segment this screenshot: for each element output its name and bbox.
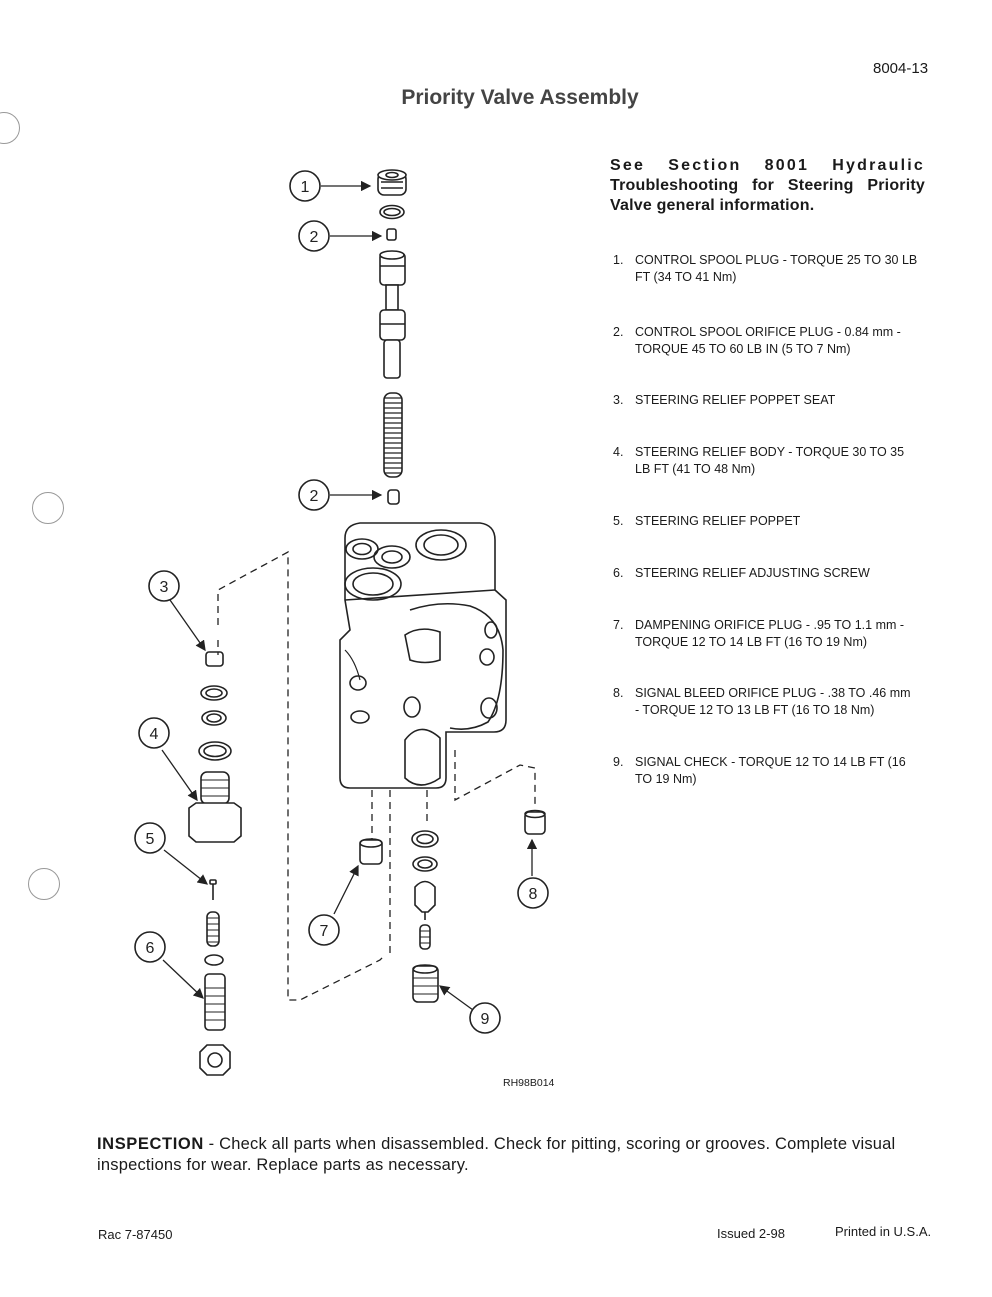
item-number: 7. (613, 618, 624, 632)
callout-3: 3 (160, 579, 169, 596)
o-ring (200, 685, 228, 701)
control-spool-plug (377, 169, 407, 196)
page-title: Priority Valve Assembly (401, 86, 639, 109)
parts-list-item: 6. STEERING RELIEF ADJUSTING SCREW (613, 565, 918, 582)
inspection-heading: INSPECTION (97, 1135, 204, 1153)
callout-1: 1 (301, 179, 310, 196)
orifice-plug (386, 228, 397, 241)
item-number: 8. (613, 686, 624, 700)
signal-check (412, 880, 439, 1003)
item-number: 9. (613, 755, 624, 769)
control-spool-spring (383, 392, 403, 478)
inspection-paragraph: INSPECTION - Check all parts when disass… (97, 1134, 942, 1176)
control-spool (379, 250, 406, 379)
binder-hole (28, 868, 60, 900)
callout-9: 9 (481, 1011, 490, 1028)
item-text: SIGNAL BLEED ORIFICE PLUG - .38 TO .46 m… (635, 686, 911, 717)
figure-code: RH98B014 (503, 1077, 555, 1089)
intro-rest: Troubleshooting for Steering Priority Va… (610, 177, 925, 214)
parts-list-item: 8. SIGNAL BLEED ORIFICE PLUG - .38 TO .46… (613, 685, 918, 719)
o-ring (204, 954, 224, 966)
item-text: STEERING RELIEF POPPET (635, 514, 801, 528)
footer-issued: Issued 2-98 (717, 1226, 785, 1241)
orifice-plug (387, 489, 400, 505)
item-text: CONTROL SPOOL PLUG - TORQUE 25 TO 30 LB … (635, 253, 918, 284)
parts-list-item: 9. SIGNAL CHECK - TORQUE 12 TO 14 LB FT (… (613, 754, 918, 788)
valve-body (339, 522, 507, 789)
relief-spring (206, 911, 220, 947)
item-text: DAMPENING ORIFICE PLUG - .95 TO 1.1 mm -… (635, 618, 905, 649)
parts-list-item: 7. DAMPENING ORIFICE PLUG - .95 TO 1.1 mm… (613, 617, 918, 651)
callout-7: 7 (320, 923, 329, 940)
item-text: STEERING RELIEF POPPET SEAT (635, 393, 836, 407)
item-text: STEERING RELIEF BODY - TORQUE 30 TO 35 L… (635, 445, 905, 476)
o-ring (198, 741, 232, 761)
item-number: 1. (613, 253, 624, 267)
item-number: 2. (613, 325, 624, 339)
page-number: 8004-13 (873, 60, 929, 77)
o-ring (379, 204, 405, 220)
relief-adjusting-screw (204, 973, 226, 1031)
dampening-orifice-plug (359, 839, 383, 865)
parts-list-item: 5. STEERING RELIEF POPPET (613, 513, 918, 530)
steering-relief-body (188, 771, 242, 843)
parts-list-item: 4. STEERING RELIEF BODY - TORQUE 30 TO 35… (613, 444, 918, 478)
item-number: 4. (613, 445, 624, 459)
parts-list-item: 1. CONTROL SPOOL PLUG - TORQUE 25 TO 30 L… (613, 252, 918, 286)
callout-2: 2 (310, 229, 319, 246)
footer-printed: Printed in U.S.A. (835, 1224, 932, 1239)
intro-paragraph: See Section 8001 Hydraulic Troubleshooti… (610, 156, 925, 216)
o-ring (411, 830, 439, 848)
item-number: 6. (613, 566, 624, 580)
item-number: 5. (613, 514, 624, 528)
parts-list-item: 2. CONTROL SPOOL ORIFICE PLUG - 0.84 mm -… (613, 324, 918, 358)
callout-5: 5 (146, 831, 155, 848)
footer-document-number: Rac 7-87450 (98, 1227, 173, 1242)
relief-poppet-seat (205, 651, 224, 667)
parts-list-item: 3. STEERING RELIEF POPPET SEAT (613, 392, 918, 409)
o-ring (412, 856, 438, 872)
signal-bleed-orifice-plug (524, 811, 546, 835)
intro-lead: See Section 8001 Hydraulic (610, 157, 925, 174)
item-text: CONTROL SPOOL ORIFICE PLUG - 0.84 mm - T… (635, 325, 901, 356)
lock-nut (199, 1044, 231, 1076)
item-text: SIGNAL CHECK - TORQUE 12 TO 14 LB FT (16… (635, 755, 906, 786)
inspection-text: - Check all parts when disassembled. Che… (97, 1135, 896, 1174)
item-number: 3. (613, 393, 624, 407)
callout-4: 4 (150, 726, 159, 743)
callout-6: 6 (146, 940, 155, 957)
callout-8: 8 (529, 886, 538, 903)
callout-2: 2 (310, 488, 319, 505)
o-ring (201, 710, 227, 726)
binder-hole (32, 492, 64, 524)
relief-poppet (209, 879, 217, 900)
item-text: STEERING RELIEF ADJUSTING SCREW (635, 566, 870, 580)
